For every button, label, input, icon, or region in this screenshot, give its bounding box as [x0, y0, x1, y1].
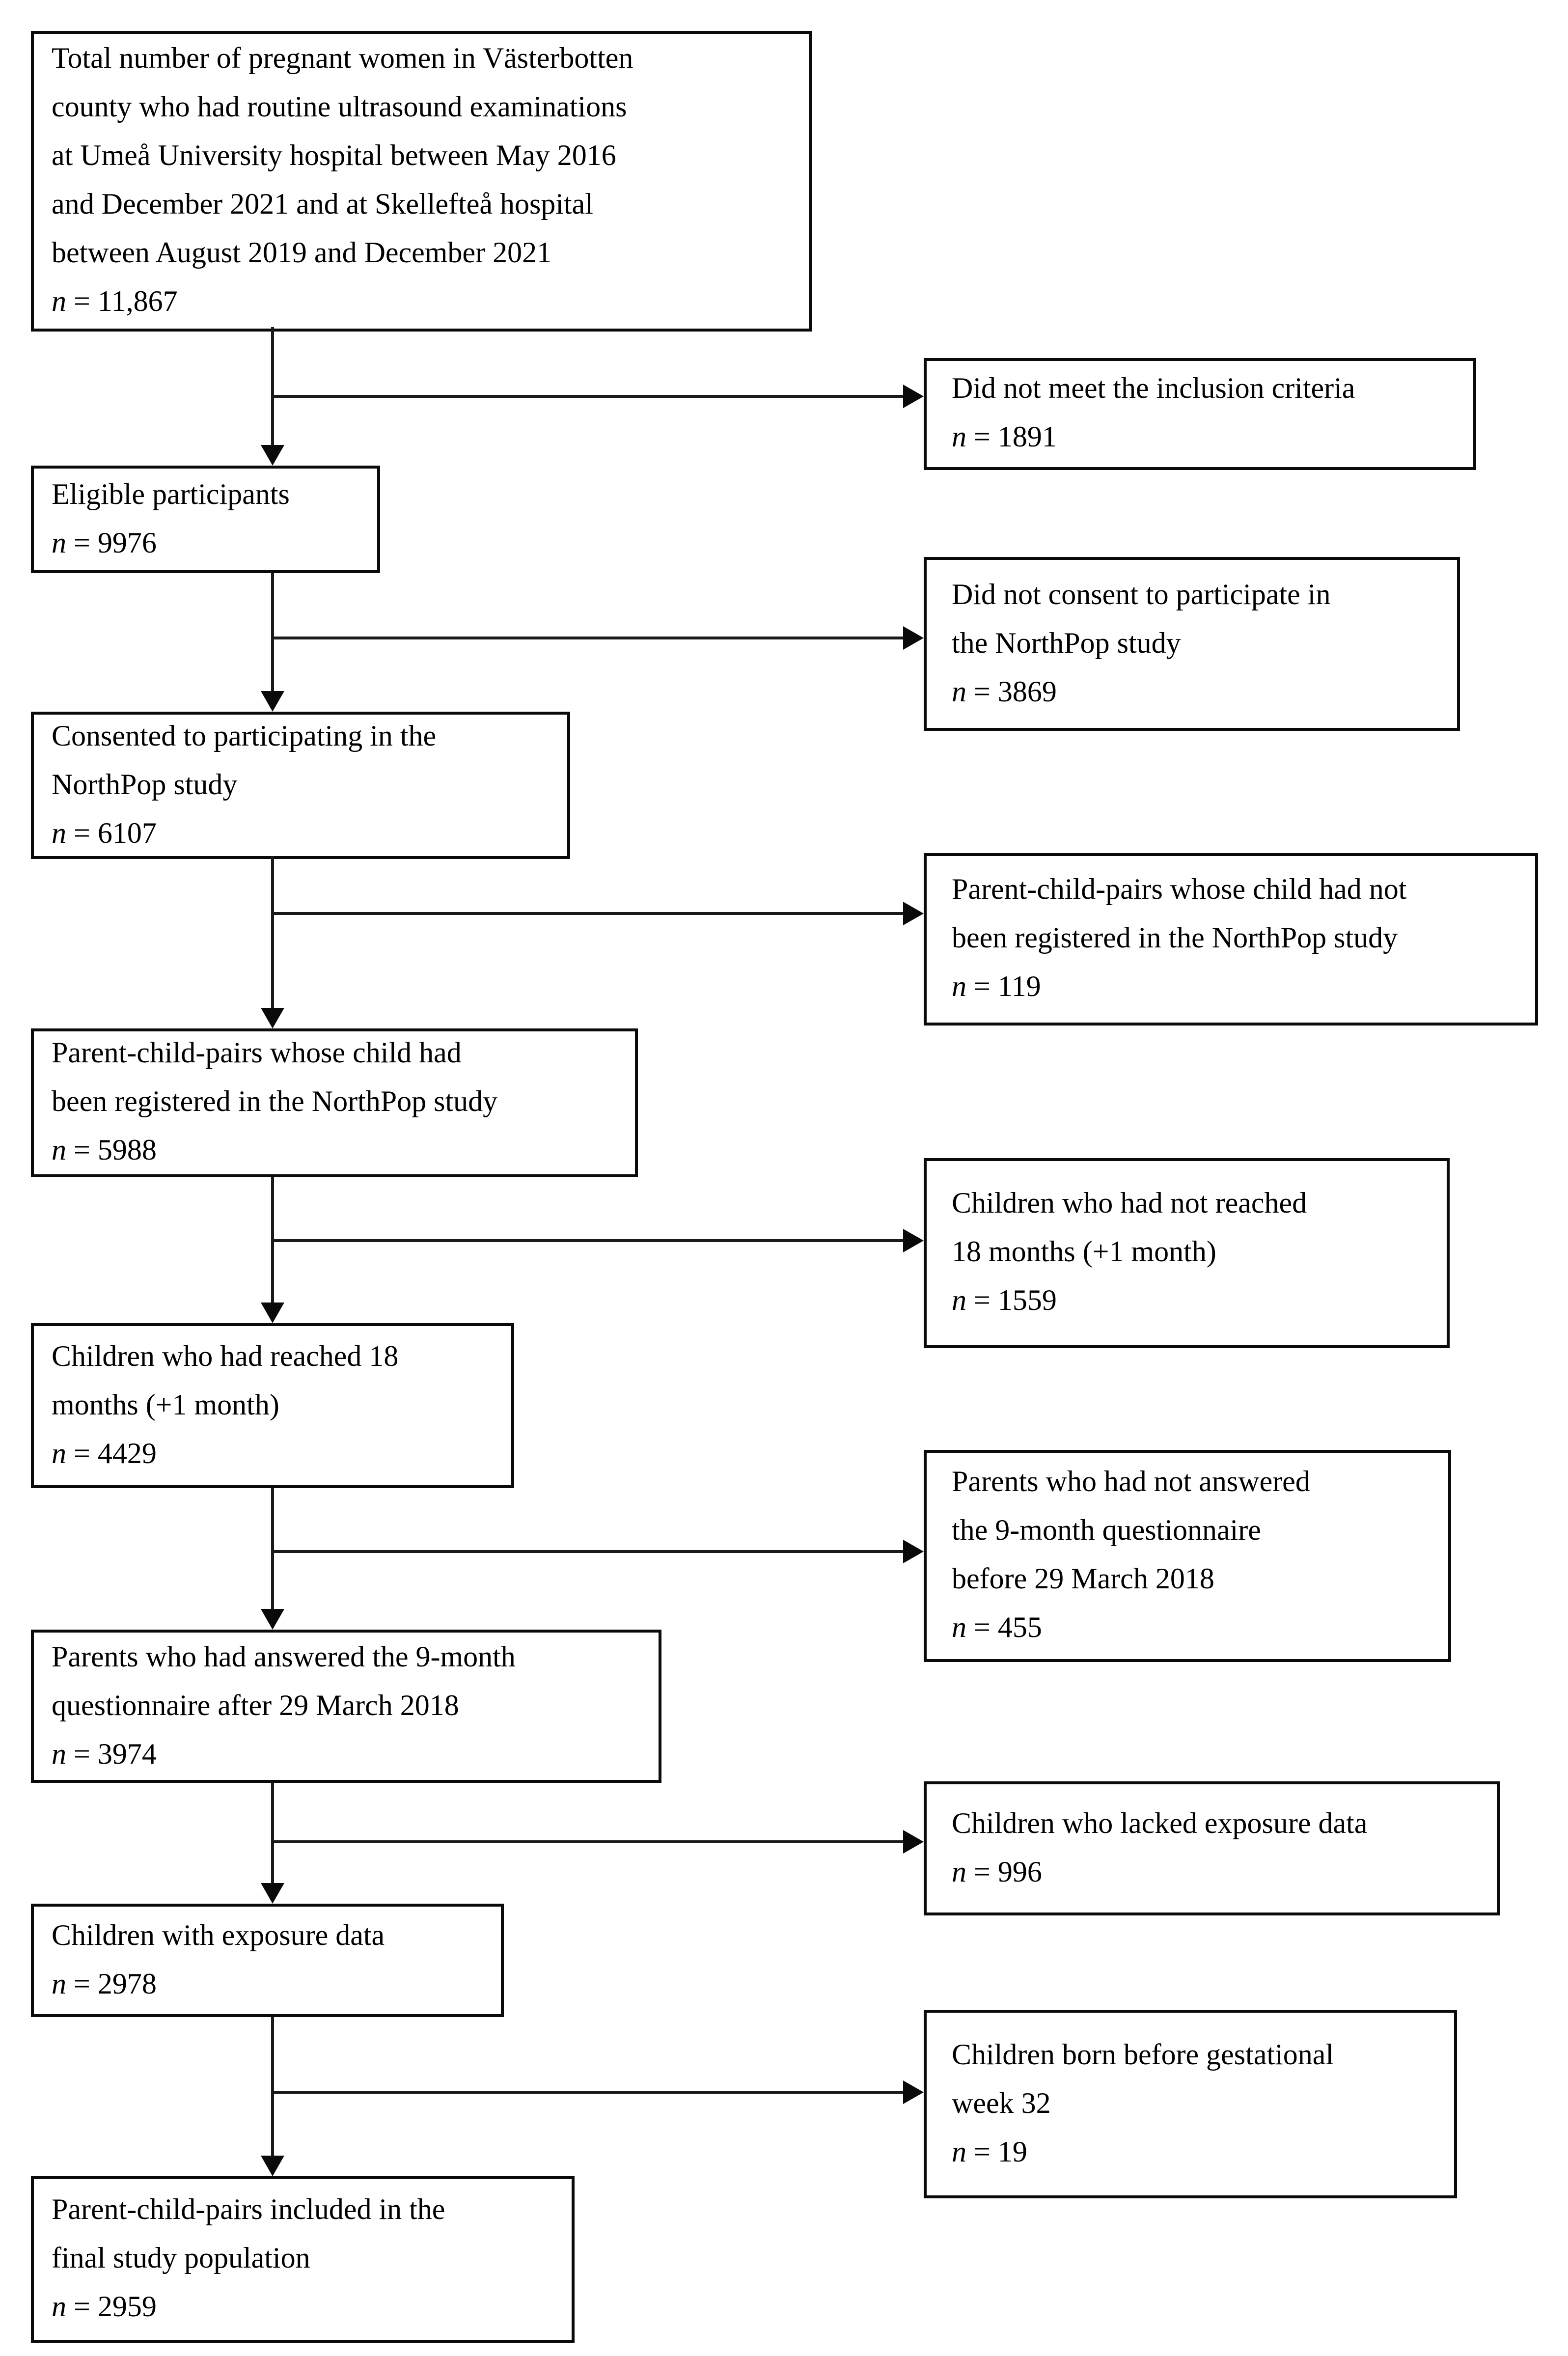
connector-line-6	[271, 1783, 274, 1885]
box-excl-child-not-registered: Parent-child-pairs whose child had not b…	[924, 853, 1538, 1026]
box-excl-inclusion-criteria-n: n = 1891	[952, 421, 1057, 454]
arrow-right-icon	[903, 1540, 924, 1563]
box-excl-not-answered-9month: Parents who had not answered the 9-month…	[924, 1450, 1451, 1662]
box-consented: Consented to participating in the NorthP…	[31, 712, 570, 859]
box-exposure-data-text: Children with exposure data	[52, 1919, 385, 1952]
box-child-registered: Parent-child-pairs whose child had been …	[31, 1028, 638, 1177]
box-reached-18-months-n: n = 4429	[52, 1437, 157, 1470]
box-reached-18-months-text: Children who had reached 18 months (+1 m…	[52, 1340, 399, 1421]
box-excl-not-reached-18-months-n: n = 1559	[952, 1285, 1057, 1317]
box-excl-not-reached-18-months-text: Children who had not reached 18 months (…	[952, 1188, 1307, 1269]
box-excl-lacked-exposure-data-text: Children who lacked exposure data	[952, 1807, 1368, 1840]
box-answered-9month-questionnaire-text: Parents who had answered the 9-month que…	[52, 1640, 516, 1722]
box-eligible-participants-n: n = 9976	[52, 527, 157, 559]
branch-line-6	[271, 1840, 905, 1843]
box-excl-no-consent: Did not consent to participate in the No…	[924, 557, 1460, 731]
arrow-down-icon	[261, 2156, 284, 2176]
box-excl-no-consent-text: Did not consent to participate in the No…	[952, 578, 1331, 660]
box-excl-inclusion-criteria-text: Did not meet the inclusion criteria	[952, 373, 1355, 405]
arrow-down-icon	[261, 691, 284, 712]
box-eligible-participants-text: Eligible participants	[52, 478, 290, 511]
box-excl-child-not-registered-n: n = 119	[952, 971, 1041, 1003]
box-total-pregnant-women-text: Total number of pregnant women in Väster…	[52, 43, 633, 270]
connector-line-3	[271, 856, 274, 1009]
box-excl-inclusion-criteria: Did not meet the inclusion criteria n = …	[924, 358, 1476, 470]
branch-line-4	[271, 1239, 905, 1242]
box-final-study-population-n: n = 2959	[52, 2291, 157, 2324]
arrow-right-icon	[903, 626, 924, 650]
connector-line-7	[271, 2017, 274, 2157]
box-reached-18-months: Children who had reached 18 months (+1 m…	[31, 1323, 514, 1488]
connector-line-1	[271, 327, 274, 446]
box-child-registered-text: Parent-child-pairs whose child had been …	[52, 1037, 498, 1118]
arrow-right-icon	[903, 2080, 924, 2104]
box-consented-n: n = 6107	[52, 817, 157, 850]
arrow-right-icon	[903, 1830, 924, 1854]
branch-line-7	[271, 2091, 905, 2094]
box-final-study-population-text: Parent-child-pairs included in the final…	[52, 2194, 445, 2275]
branch-line-5	[271, 1550, 905, 1553]
box-excl-lacked-exposure-data-n: n = 996	[952, 1856, 1042, 1888]
box-excl-born-before-week32-n: n = 19	[952, 2135, 1027, 2168]
arrow-down-icon	[261, 1008, 284, 1028]
box-eligible-participants: Eligible participants n = 9976	[31, 466, 380, 573]
arrow-right-icon	[903, 902, 924, 925]
box-exposure-data-n: n = 2978	[52, 1968, 157, 2000]
box-excl-not-answered-9month-text: Parents who had not answered the 9-month…	[952, 1466, 1310, 1596]
box-child-registered-n: n = 5988	[52, 1135, 157, 1167]
branch-line-3	[271, 912, 905, 915]
box-final-study-population: Parent-child-pairs included in the final…	[31, 2176, 575, 2343]
arrow-down-icon	[261, 1609, 284, 1630]
box-total-pregnant-women-n: n = 11,867	[52, 286, 178, 318]
arrow-down-icon	[261, 1303, 284, 1323]
arrow-down-icon	[261, 1883, 284, 1904]
box-exposure-data: Children with exposure data n = 2978	[31, 1904, 504, 2017]
box-total-pregnant-women: Total number of pregnant women in Väster…	[31, 31, 812, 332]
connector-line-5	[271, 1488, 274, 1610]
arrow-down-icon	[261, 445, 284, 466]
box-excl-born-before-week32-text: Children born before gestational week 32	[952, 2038, 1334, 2120]
branch-line-2	[271, 637, 905, 639]
branch-line-1	[271, 395, 905, 398]
box-answered-9month-questionnaire-n: n = 3974	[52, 1738, 157, 1771]
box-consented-text: Consented to participating in the NorthP…	[52, 720, 437, 801]
box-excl-lacked-exposure-data: Children who lacked exposure data n = 99…	[924, 1781, 1500, 1915]
box-excl-not-answered-9month-n: n = 455	[952, 1612, 1042, 1644]
box-excl-not-reached-18-months: Children who had not reached 18 months (…	[924, 1158, 1450, 1348]
arrow-right-icon	[903, 1229, 924, 1252]
connector-line-2	[271, 573, 274, 693]
box-excl-born-before-week32: Children born before gestational week 32…	[924, 2010, 1457, 2198]
box-excl-child-not-registered-text: Parent-child-pairs whose child had not b…	[952, 874, 1407, 955]
box-excl-no-consent-n: n = 3869	[952, 675, 1057, 708]
box-answered-9month-questionnaire: Parents who had answered the 9-month que…	[31, 1630, 661, 1783]
arrow-right-icon	[903, 385, 924, 408]
